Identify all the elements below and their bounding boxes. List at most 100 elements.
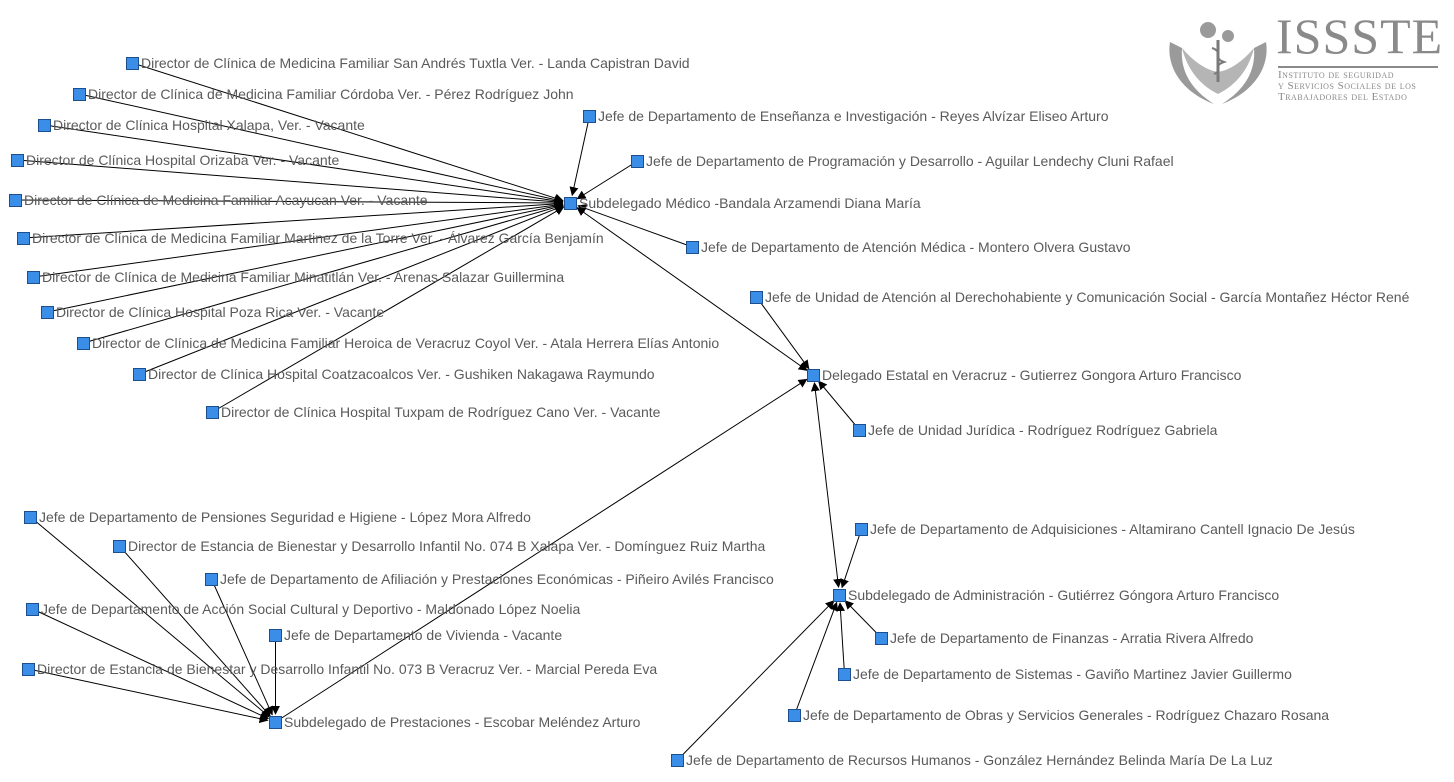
node-finanzas[interactable]: Jefe de Departamento de Finanzas - Arrat…: [875, 630, 1253, 646]
node-marker: [11, 153, 24, 167]
node-label: Subdelegado Médico -Bandala Arzamendi Di…: [579, 195, 921, 211]
node-label: Jefe de Departamento de Adquisiciones - …: [870, 521, 1355, 537]
node-marker: [269, 715, 282, 729]
edge-sub_pre-to-delegado: [275, 378, 808, 723]
logo-tagline-line: Trabajadores del Estado: [1278, 91, 1408, 103]
node-clinica-poza-rica[interactable]: Director de Clínica Hospital Poza Rica V…: [41, 304, 384, 320]
edge-afi-to-sub_pre: [211, 578, 274, 716]
node-marker: [27, 270, 40, 284]
node-clinica-xalapa[interactable]: Director de Clínica Hospital Xalapa, Ver…: [38, 117, 365, 133]
node-marker: [113, 539, 126, 553]
edge-c_min-to-sub_med: [33, 200, 564, 278]
node-programacion[interactable]: Jefe de Departamento de Programación y D…: [631, 153, 1174, 169]
node-vivienda[interactable]: Jefe de Departamento de Vivienda - Vacan…: [269, 627, 562, 643]
node-marker: [17, 231, 30, 245]
edge-e074-to-sub_pre: [119, 545, 271, 717]
edge-c_aca-to-sub_med: [15, 198, 564, 208]
edge-jua-to-delegado: [756, 296, 810, 370]
node-label: Jefe de Departamento de Atención Médica …: [701, 239, 1131, 255]
node-clinica-martinez[interactable]: Director de Clínica de Medicina Familiar…: [17, 230, 604, 246]
node-label: Jefe de Departamento de Finanzas - Arrat…: [890, 630, 1254, 646]
node-label: Jefe de Departamento de Acción Social Cu…: [41, 601, 581, 617]
node-marker: [838, 667, 851, 681]
node-clinica-tuxpam[interactable]: Director de Clínica Hospital Tuxpam de R…: [206, 404, 660, 420]
node-marker: [750, 290, 763, 304]
edge-jud-to-delegado: [818, 380, 860, 431]
node-marker: [133, 367, 146, 381]
node-marker: [788, 708, 801, 722]
node-marker: [9, 193, 22, 207]
logo-divider: [1278, 66, 1438, 68]
node-label: Jefe de Departamento de Pensiones Seguri…: [39, 509, 531, 525]
edge-sub_adm-to-delegado: [810, 382, 843, 588]
node-label: Director de Clínica de Medicina Familiar…: [88, 86, 574, 102]
node-label: Jefe de Departamento de Programación y D…: [646, 153, 1174, 169]
node-accion-social[interactable]: Jefe de Departamento de Acción Social Cu…: [26, 601, 580, 617]
node-label: Director de Estancia de Bienestar y Desa…: [128, 538, 766, 554]
edge-c_xal-to-sub_med: [44, 124, 564, 206]
node-label: Subdelegado de Administración - Gutiérre…: [848, 587, 1280, 603]
edge-ens-to-sub_med: [569, 115, 590, 197]
node-label: Delegado Estatal en Veracruz - Gutierrez…: [822, 367, 1242, 383]
node-label: Jefe de Departamento de Recursos Humanos…: [686, 752, 1273, 768]
node-sistemas[interactable]: Jefe de Departamento de Sistemas - Gaviñ…: [838, 666, 1292, 682]
node-recursos-humanos[interactable]: Jefe de Departamento de Recursos Humanos…: [671, 752, 1273, 768]
node-label: Director de Clínica de Medicina Familiar…: [42, 269, 565, 285]
node-label: Director de Clínica de Medicina Familiar…: [141, 55, 690, 71]
node-sub-administracion[interactable]: Subdelegado de Administración - Gutiérre…: [833, 587, 1279, 603]
node-marker: [126, 56, 139, 70]
node-unidad-atencion[interactable]: Jefe de Unidad de Atención al Derechohab…: [750, 289, 1409, 305]
node-label: Director de Clínica Hospital Coatzacoalc…: [148, 366, 655, 382]
node-marker: [22, 662, 35, 676]
node-clinica-acayucan[interactable]: Director de Clínica de Medicina Familiar…: [9, 192, 428, 208]
edge-obr-to-sub_adm: [794, 601, 839, 716]
node-clinica-cordoba[interactable]: Director de Clínica de Medicina Familiar…: [73, 86, 574, 102]
node-marker: [206, 405, 219, 419]
logo-tagline: Instituto de seguridad y Servicios Socia…: [1278, 70, 1416, 103]
node-label: Director de Estancia de Bienestar y Desa…: [37, 661, 658, 677]
node-marker: [855, 522, 868, 536]
edge-pen-to-sub_pre: [30, 516, 271, 718]
node-marker: [41, 305, 54, 319]
node-estancia-073[interactable]: Director de Estancia de Bienestar y Desa…: [22, 661, 657, 677]
node-clinica-san-andres[interactable]: Director de Clínica de Medicina Familiar…: [126, 55, 690, 71]
node-clinica-coatzacoalcos[interactable]: Director de Clínica Hospital Coatzacoalc…: [133, 366, 655, 382]
node-sub-medico[interactable]: Subdelegado Médico -Bandala Arzamendi Di…: [564, 195, 921, 211]
logo-tagline-line: y Servicios Sociales de los: [1278, 80, 1417, 92]
node-marker: [38, 118, 51, 132]
node-clinica-orizaba[interactable]: Director de Clínica Hospital Orizaba Ver…: [11, 152, 339, 168]
node-afiliacion[interactable]: Jefe de Departamento de Afiliación y Pre…: [205, 571, 774, 587]
edge-c_mt-to-sub_med: [23, 199, 564, 239]
edge-e073-to-sub_pre: [28, 668, 269, 724]
node-label: Jefe de Departamento de Obras y Servicio…: [803, 707, 1330, 723]
node-ensenanza[interactable]: Jefe de Departamento de Enseñanza e Inve…: [583, 108, 1109, 124]
node-clinica-veracruz[interactable]: Director de Clínica de Medicina Familiar…: [77, 335, 719, 351]
node-clinica-minatitlan[interactable]: Director de Clínica de Medicina Familiar…: [27, 269, 564, 285]
node-delegado[interactable]: Delegado Estatal en Veracruz - Gutierrez…: [807, 367, 1241, 383]
node-marker: [77, 336, 90, 350]
node-label: Jefe de Departamento de Sistemas - Gaviñ…: [853, 666, 1292, 682]
node-obras[interactable]: Jefe de Departamento de Obras y Servicio…: [788, 707, 1329, 723]
edge-c_ori-to-sub_med: [17, 159, 564, 207]
edge-c_sat-to-sub_med: [132, 62, 564, 203]
node-marker: [73, 87, 86, 101]
node-adquisiciones[interactable]: Jefe de Departamento de Adquisiciones - …: [855, 521, 1355, 537]
node-estancia-074[interactable]: Director de Estancia de Bienestar y Desa…: [113, 538, 765, 554]
node-atencion-medica[interactable]: Jefe de Departamento de Atención Médica …: [686, 239, 1131, 255]
node-pensiones[interactable]: Jefe de Departamento de Pensiones Seguri…: [24, 509, 531, 525]
node-label: Director de Clínica de Medicina Familiar…: [32, 230, 604, 246]
edge-prog-to-sub_med: [576, 160, 638, 200]
node-marker: [671, 753, 684, 767]
node-unidad-juridica[interactable]: Jefe de Unidad Jurídica - Rodríguez Rodr…: [853, 422, 1217, 438]
node-sub-prestaciones[interactable]: Subdelegado de Prestaciones - Escobar Me…: [269, 714, 640, 730]
node-label: Director de Clínica Hospital Poza Rica V…: [56, 304, 385, 320]
logo-wordmark: ISSSTE: [1276, 8, 1444, 64]
node-marker: [686, 240, 699, 254]
node-label: Director de Clínica de Medicina Familiar…: [92, 335, 720, 351]
node-marker: [631, 154, 644, 168]
edge-sis-to-sub_adm: [836, 602, 846, 675]
edge-acc-to-sub_pre: [32, 608, 270, 720]
node-label: Subdelegado de Prestaciones - Escobar Me…: [284, 714, 641, 730]
node-marker: [205, 572, 218, 586]
